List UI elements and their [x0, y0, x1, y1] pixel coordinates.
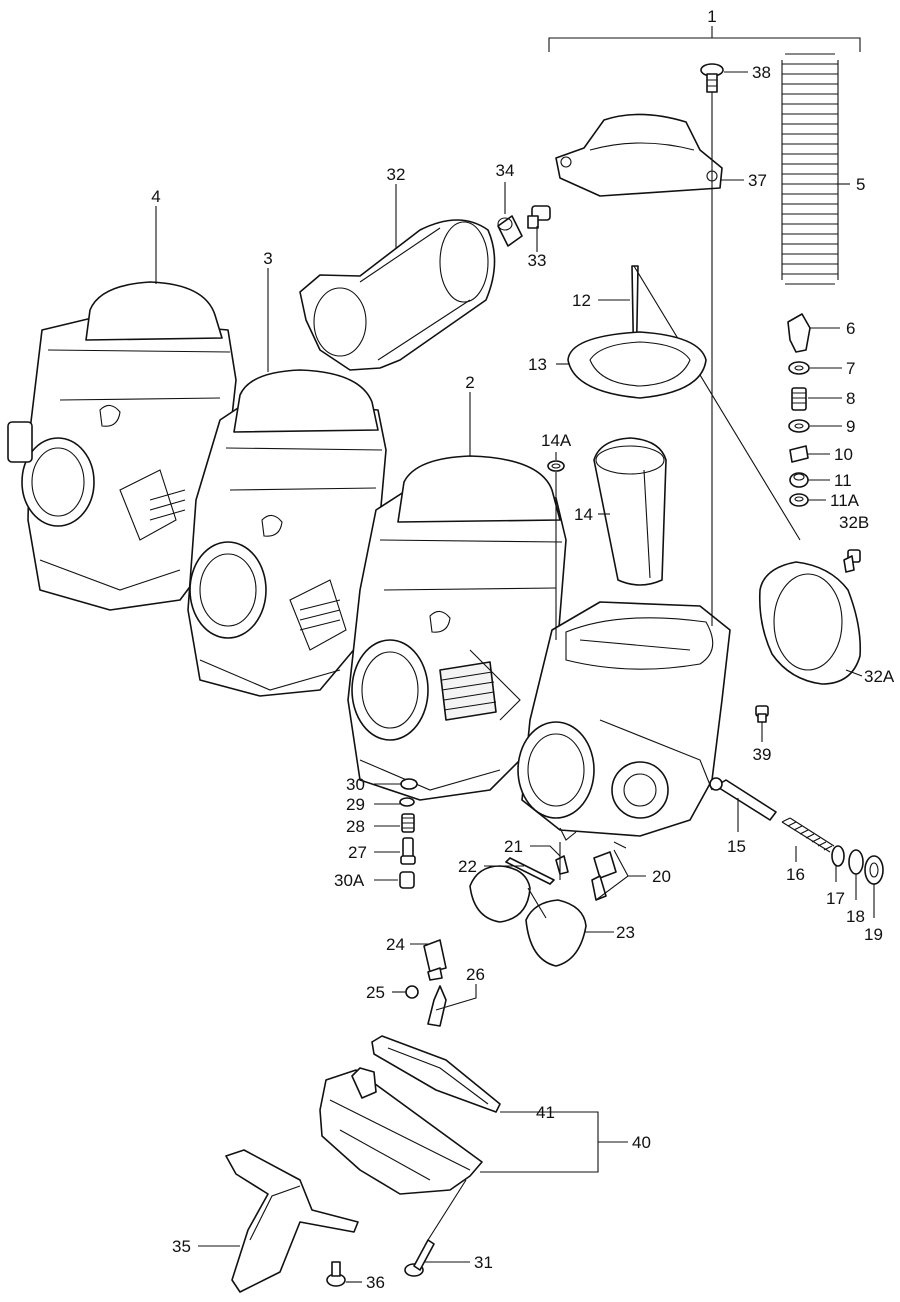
label-7: 7 — [846, 359, 855, 378]
intake-adapter-32a — [758, 561, 862, 685]
carburetor-top-cap-37 — [555, 113, 723, 197]
label-29: 29 — [346, 795, 365, 814]
part-labels: 1 2 3 4 5 6 7 8 9 10 11 11A 12 13 14 14A… — [151, 7, 895, 1292]
collar-34 — [497, 215, 523, 247]
label-17: 17 — [826, 889, 845, 908]
needle-holder-6 — [787, 313, 811, 353]
label-22: 22 — [458, 857, 477, 876]
clip-10 — [789, 445, 809, 463]
label-35: 35 — [172, 1237, 191, 1256]
o-ring-30 — [400, 778, 418, 790]
label-20: 20 — [652, 867, 671, 886]
label-39: 39 — [753, 745, 772, 764]
carburetor-body-2 — [347, 455, 567, 801]
carburetor-body-4 — [7, 281, 237, 611]
label-26: 26 — [466, 965, 485, 984]
label-11: 11 — [834, 471, 852, 490]
spacer-11 — [789, 472, 809, 488]
label-6: 6 — [846, 319, 855, 338]
screw-36 — [326, 1261, 346, 1287]
label-41: 41 — [536, 1103, 555, 1122]
label-1: 1 — [707, 7, 716, 26]
label-32: 32 — [387, 165, 406, 184]
cap-30a — [399, 871, 415, 889]
label-2: 2 — [465, 373, 474, 392]
label-21: 21 — [504, 837, 523, 856]
screw-39 — [755, 705, 769, 723]
leader-lines — [155, 71, 875, 1283]
cap-19 — [864, 855, 884, 885]
label-32b: 32B — [839, 513, 869, 532]
o-ring-18 — [848, 849, 864, 875]
gasket-41 — [371, 1035, 501, 1113]
label-37: 37 — [748, 171, 767, 190]
screw-32b — [843, 549, 861, 573]
label-12: 12 — [572, 291, 591, 310]
washer-29 — [399, 797, 415, 807]
label-27: 27 — [348, 843, 367, 862]
label-14: 14 — [574, 505, 593, 524]
throttle-shaft-15 — [709, 777, 777, 821]
spacer-11a — [789, 493, 809, 507]
label-31: 31 — [474, 1253, 493, 1272]
label-34: 34 — [496, 161, 515, 180]
guide-lines — [555, 92, 713, 880]
label-10: 10 — [834, 445, 853, 464]
washer-9 — [788, 419, 810, 433]
screw-21 — [555, 855, 569, 875]
label-23: 23 — [616, 923, 635, 942]
label-11a: 11A — [830, 491, 860, 510]
label-18: 18 — [846, 907, 865, 926]
diaphragm-13 — [567, 331, 707, 399]
label-28: 28 — [346, 817, 365, 836]
bolt-33 — [527, 205, 551, 229]
label-8: 8 — [846, 389, 855, 408]
label-19: 19 — [864, 925, 883, 944]
spring-28 — [401, 813, 415, 833]
label-32a: 32A — [864, 667, 895, 686]
label-24: 24 — [386, 935, 405, 954]
label-33: 33 — [528, 251, 547, 270]
label-36: 36 — [366, 1273, 385, 1292]
label-4: 4 — [151, 187, 160, 206]
screw-31 — [404, 1179, 467, 1277]
float-23 — [469, 865, 587, 967]
piston-14 — [593, 437, 667, 586]
label-16: 16 — [786, 865, 805, 884]
label-3: 3 — [263, 249, 272, 268]
screw-27 — [400, 837, 416, 865]
carburetor-body-1 — [517, 601, 731, 841]
pilot-jet-26 — [427, 985, 447, 1027]
label-15: 15 — [727, 837, 746, 856]
o-ring-14a — [547, 460, 565, 472]
screw-38 — [700, 63, 724, 93]
intake-funnel-32 — [299, 219, 496, 371]
jet-25 — [405, 985, 419, 999]
label-40: 40 — [632, 1133, 651, 1152]
bracket-35 — [225, 1149, 359, 1293]
spring-8 — [791, 387, 807, 411]
float-valve-20 — [591, 841, 627, 901]
washer-7 — [788, 361, 810, 375]
float-pin-22 — [505, 857, 555, 885]
label-5: 5 — [856, 175, 865, 194]
spring-5 — [781, 53, 839, 285]
main-jet-24 — [423, 939, 447, 981]
washer-17 — [831, 845, 845, 867]
carburetor-body-3 — [187, 369, 387, 697]
float-chamber-40 — [319, 1067, 483, 1195]
label-38: 38 — [752, 63, 771, 82]
label-30: 30 — [346, 775, 365, 794]
spring-16 — [781, 817, 835, 853]
label-13: 13 — [528, 355, 547, 374]
label-14a: 14A — [541, 431, 572, 450]
label-30a: 30A — [334, 871, 365, 890]
label-9: 9 — [846, 417, 855, 436]
assembly-bracket-1 — [548, 26, 861, 52]
label-25: 25 — [366, 983, 385, 1002]
